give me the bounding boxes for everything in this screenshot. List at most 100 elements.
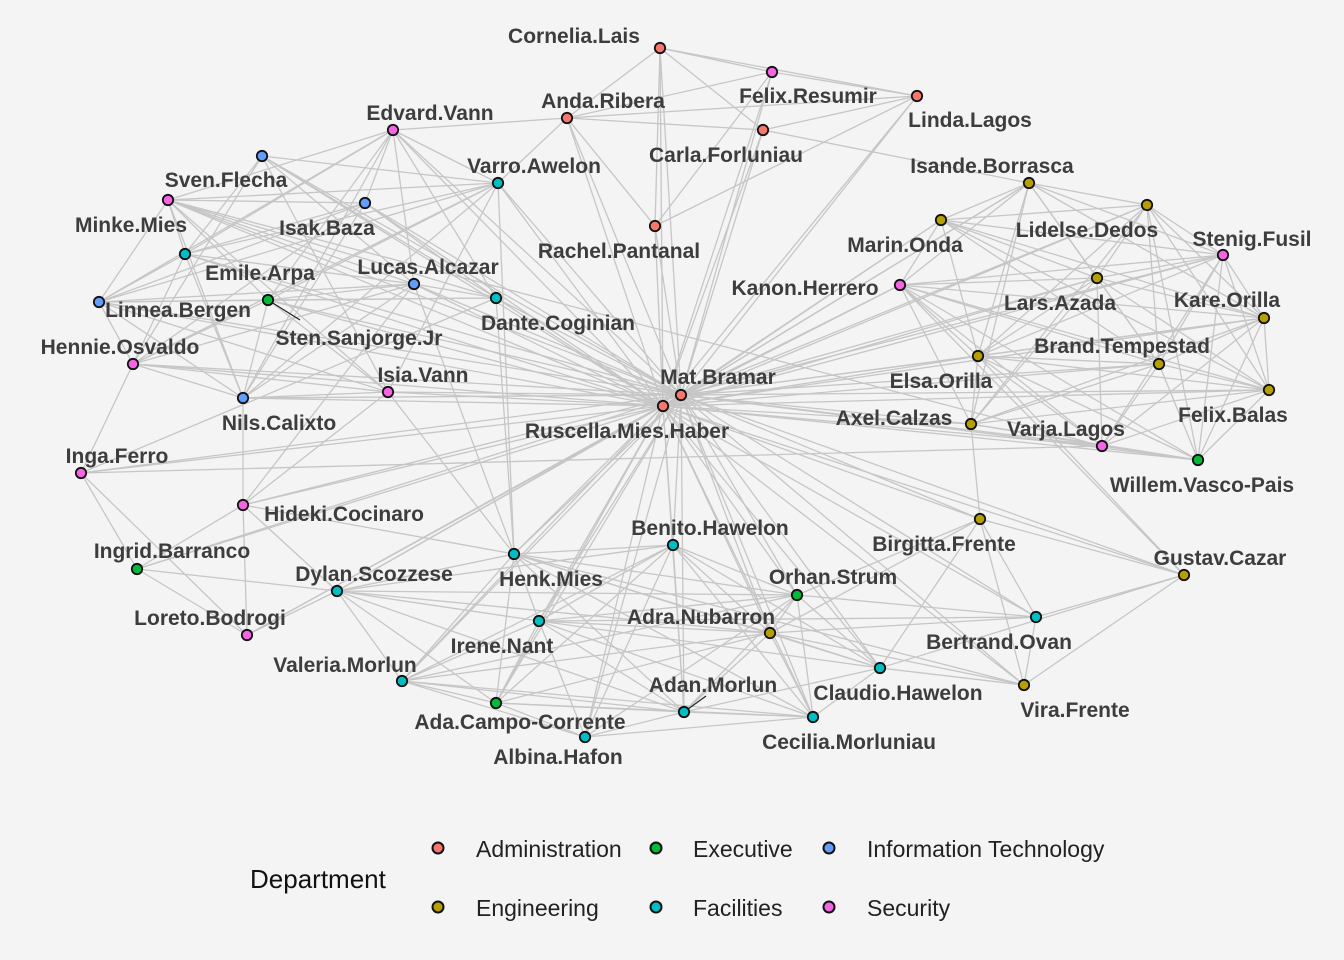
edge: [940, 204, 1148, 221]
edge: [167, 199, 389, 393]
edge: [672, 394, 682, 546]
edge: [940, 219, 1270, 391]
edge: [261, 155, 499, 184]
edge: [242, 182, 499, 399]
edge: [1146, 204, 1224, 256]
edge: [495, 297, 682, 396]
edge: [401, 632, 771, 682]
node-label-isande-borrasca: Isande.Borrasca: [910, 155, 1074, 178]
node-elsa-orilla: [971, 349, 985, 363]
node-varja-lagos: [1095, 439, 1109, 453]
edge: [680, 394, 881, 669]
edge: [401, 553, 515, 682]
edge: [970, 182, 1030, 425]
edge: [769, 616, 1037, 634]
edge: [167, 129, 394, 201]
node-label-benito-hawelon: Benito.Hawelon: [631, 517, 789, 540]
edge: [167, 182, 499, 201]
edge: [98, 253, 186, 303]
node-label-felix-balas: Felix.Balas: [1178, 404, 1288, 427]
edge: [1096, 254, 1224, 279]
edge: [662, 284, 901, 407]
node-isia-vann: [381, 385, 395, 399]
legend-label-executive: Executive: [693, 836, 793, 862]
edge: [242, 394, 682, 399]
edge: [977, 355, 1185, 576]
edge: [812, 667, 881, 718]
node-sven-flecha: [161, 193, 175, 207]
edge: [513, 544, 674, 555]
edge: [167, 199, 497, 299]
edge: [98, 129, 394, 303]
edge: [977, 182, 1030, 357]
node-label-linnea-bergen: Linnea.Bergen: [105, 299, 251, 322]
edge: [98, 301, 682, 396]
edge: [167, 199, 366, 204]
edge: [796, 594, 1037, 618]
node-carla-forluniau: [756, 123, 770, 137]
legend-title: Department: [250, 864, 387, 894]
node-benito-hawelon: [666, 538, 680, 552]
edge: [680, 394, 981, 520]
node-label-emile-arpa: Emile.Arpa: [205, 262, 315, 285]
edge: [1158, 363, 1270, 391]
edge: [662, 254, 1224, 407]
edge: [413, 283, 497, 299]
edge: [1222, 254, 1270, 391]
node-label-felix-resumir: Felix.Resumir: [739, 85, 877, 108]
edge: [762, 95, 918, 131]
node-label-bertrand-ovan: Bertrand.Ovan: [926, 631, 1072, 654]
edge: [1028, 182, 1224, 256]
legend-key-security: [822, 900, 836, 914]
node-label-varja-lagos: Varja.Lagos: [1007, 418, 1125, 441]
legend-label-facilities: Facilities: [693, 895, 782, 921]
edge: [513, 553, 814, 718]
edge: [538, 620, 771, 634]
edge: [940, 182, 1030, 221]
edge: [970, 423, 981, 520]
edge: [680, 394, 1199, 461]
edge: [538, 616, 1037, 622]
edge: [566, 95, 918, 119]
edge: [261, 155, 497, 299]
node-lucas-alcazar: [407, 277, 421, 291]
edge: [1158, 254, 1224, 365]
label-leader-line: [267, 299, 301, 321]
edge: [584, 594, 798, 738]
edge: [267, 283, 415, 301]
edge: [80, 363, 134, 474]
edge: [364, 202, 664, 407]
edge: [662, 363, 1160, 407]
node-irene-nant: [532, 614, 546, 628]
edge: [132, 363, 244, 399]
legend-key-administration: [431, 841, 445, 855]
node-label-gustav-cazar: Gustav.Cazar: [1154, 547, 1287, 570]
edge: [584, 544, 674, 738]
edge: [1096, 277, 1270, 391]
edge: [267, 299, 682, 396]
node-label-axel-calzas: Axel.Calzas: [836, 407, 953, 430]
edge: [899, 254, 1224, 286]
node-label-rachel-pantanal: Rachel.Pantanal: [538, 240, 700, 263]
legend-key-engineering: [431, 900, 445, 914]
node-vira-frente: [1017, 678, 1031, 692]
node-label-linda-lagos: Linda.Lagos: [908, 109, 1032, 132]
node-hideki-cocinaro: [236, 498, 250, 512]
edge: [132, 253, 186, 365]
legend-label-security: Security: [867, 895, 951, 921]
edge: [80, 445, 1103, 474]
node-varro-awelon: [491, 176, 505, 190]
edge: [1197, 389, 1270, 461]
node-label-brand-tempestad: Brand.Tempestad: [1034, 335, 1210, 358]
edge: [566, 117, 664, 407]
edge: [796, 594, 814, 718]
edge: [659, 47, 918, 97]
edge: [513, 405, 664, 555]
edge: [683, 632, 771, 713]
edge: [401, 544, 674, 682]
edge: [566, 117, 682, 396]
edge: [136, 568, 248, 636]
edge: [98, 199, 169, 303]
